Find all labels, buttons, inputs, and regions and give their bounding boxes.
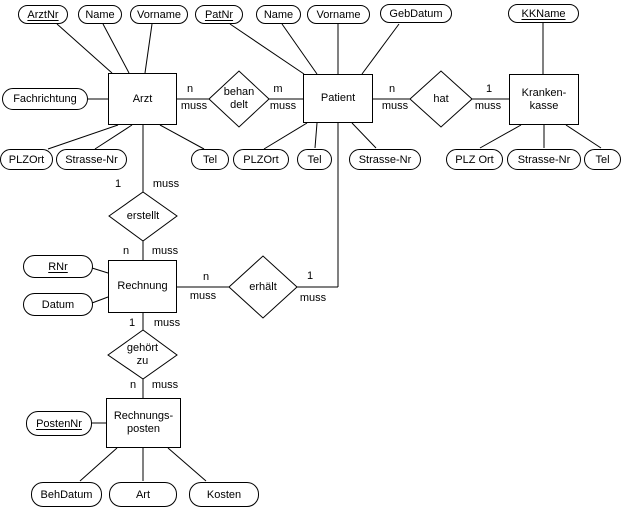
constraint-hat-krankenkasse: muss [474,100,502,112]
cardinality-gehoert-zu-rechnungsposten: n [129,379,137,391]
attribute-art: Art [109,482,177,507]
attribute-patient-strasse-nr: Strasse-Nr [349,149,421,170]
cardinality-erhaelt-patient: 1 [306,270,314,282]
constraint-rechnung-erhaelt: muss [189,290,217,302]
attribute-behdatum: BehDatum [31,482,102,507]
attribute-patnr: PatNr [195,5,243,24]
constraint-rechnung-gehoert-zu: muss [153,317,181,329]
attribute-postennr: PostenNr [26,411,92,436]
relationship-diamond-erstellt [108,191,178,242]
attribute-kkname: KKName [508,4,579,23]
relationship-label-hat: hat [433,92,449,105]
entity-krankenkasse: Kranken- kasse [509,74,579,125]
relationship-diamond-gehoert-zu [107,329,178,380]
entity-rechnung: Rechnung [108,260,177,313]
cardinality-rechnung-gehoert-zu: 1 [128,317,136,329]
attribute-arzt-plzort: PLZOrt [0,149,53,170]
cardinality-arzt-behandelt: n [186,83,194,95]
constraint-erstellt-rechnung: muss [151,245,179,257]
attribute-patient-tel: Tel [297,149,332,170]
attribute-kosten: Kosten [189,482,259,507]
relationship-diamond-behandelt [208,70,270,128]
attribute-patient-vorname: Vorname [307,5,370,24]
attribute-arzt-vorname: Vorname [130,5,188,24]
relationship-diamond-erhaelt [228,255,298,319]
attribute-arzt-tel: Tel [191,149,229,170]
attribute-arzt-name: Name [78,5,122,24]
cardinality-patient-hat: n [388,83,396,95]
constraint-behandelt-patient: muss [269,100,297,112]
entity-rechnungsposten: Rechnungs- posten [106,398,181,448]
attribute-arztnr: ArztNr [18,5,68,24]
attribute-kk-tel: Tel [584,149,621,170]
constraint-arzt-behandelt: muss [180,100,208,112]
attribute-fachrichtung: Fachrichtung [2,88,88,110]
relationship-label-erstellt: erstellt [126,209,160,222]
cardinality-behandelt-patient: m [273,83,283,95]
relationship-label-behandelt: behan delt [223,86,255,111]
cardinality-rechnung-erhaelt: n [202,271,210,283]
attribute-patient-plzort: PLZOrt [233,149,289,170]
attribute-datum: Datum [23,293,93,316]
constraint-patient-hat: muss [381,100,409,112]
attribute-gebdatum: GebDatum [380,4,452,23]
entity-arzt: Arzt [108,73,177,125]
relationship-diamond-hat [409,70,473,128]
attribute-patient-name: Name [256,5,301,24]
cardinality-hat-krankenkasse: 1 [485,83,493,95]
attribute-kk-plz-ort: PLZ Ort [446,149,503,170]
cardinality-arzt-erstellt: 1 [114,178,122,190]
constraint-erhaelt-patient: muss [299,292,327,304]
constraint-gehoert-zu-rechnungsposten: muss [151,379,179,391]
cardinality-erstellt-rechnung: n [122,245,130,257]
attribute-kk-strasse-nr: Strasse-Nr [507,149,581,170]
attribute-arzt-strasse-nr: Strasse-Nr [56,149,127,170]
attribute-rnr: RNr [23,255,93,278]
constraint-arzt-erstellt: muss [152,178,180,190]
entity-patient: Patient [303,74,373,123]
edge-lines [47,22,602,482]
relationship-label-erhaelt: erhält [249,280,277,293]
relationship-label-gehoert-zu: gehört zu [126,342,159,367]
